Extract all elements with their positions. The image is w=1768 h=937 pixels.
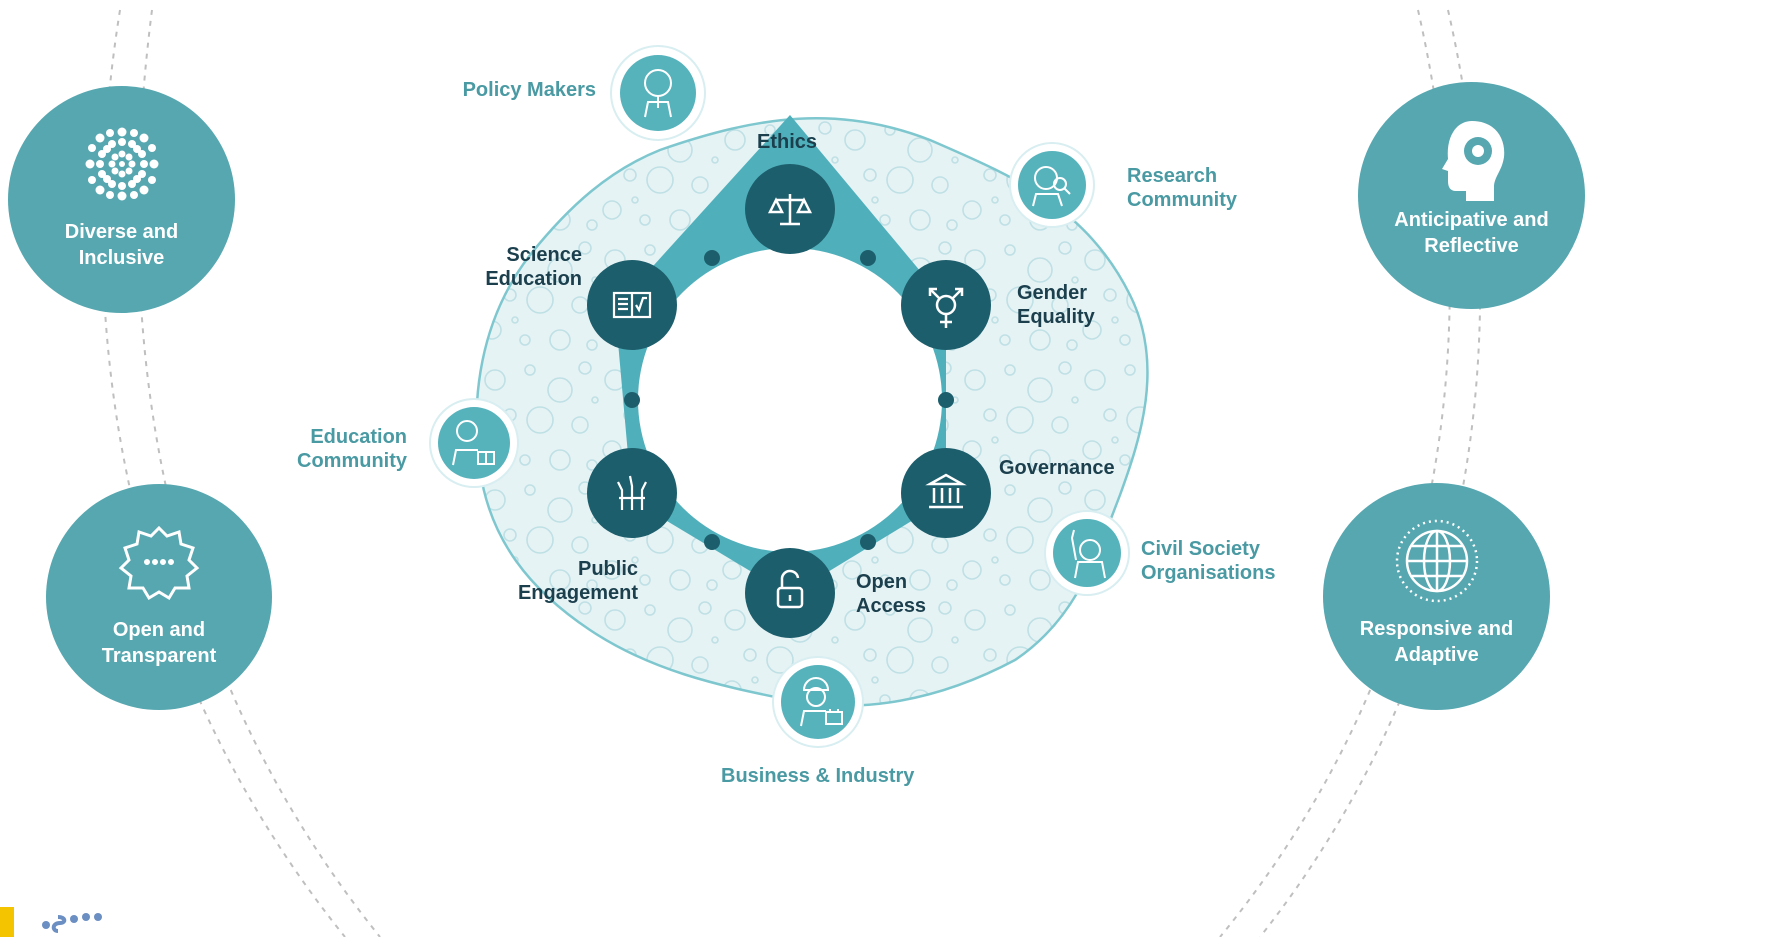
researcher-magnifier-icon — [1032, 166, 1071, 207]
key-label-science-line2: Education — [485, 268, 582, 291]
pillar-responsive-adaptive: Responsive and Adaptive — [1323, 483, 1550, 710]
key-label-governance: Governance — [999, 457, 1115, 479]
key-label-ethics: Ethics — [757, 131, 818, 153]
partial-logo — [0, 907, 102, 937]
stakeholder-label-education-community: Education Community — [297, 425, 407, 474]
head-brain-icon — [1412, 112, 1532, 207]
key-node-ethics — [745, 164, 835, 254]
key-label-science-education: Science Education — [485, 243, 582, 292]
key-label-public-line1: Public — [577, 558, 638, 580]
key-label-open-access: Open Access — [856, 570, 926, 619]
stakeholder-label-civil-line1: Civil Society — [1141, 538, 1260, 560]
teacher-book-icon — [452, 420, 495, 466]
stakeholder-label-research-community: Research Community — [1127, 164, 1237, 213]
stakeholder-label-policy-makers: Policy Makers — [462, 79, 596, 101]
key-label-public-line2: Engagement — [517, 582, 638, 605]
stakeholder-label-civil-line2: Organisations — [1141, 562, 1276, 585]
globe-icon — [1377, 513, 1497, 608]
pillar-open-transparent: Open and Transparent — [46, 484, 272, 710]
ring-connector-dots — [624, 250, 954, 550]
stakeholder-node-policy-makers — [610, 45, 706, 141]
institution-icon — [925, 473, 967, 509]
stakeholder-node-business-industry — [772, 656, 864, 748]
key-node-science-education — [587, 260, 677, 350]
key-label-open-line1: Open — [856, 571, 908, 593]
key-label-open-line2: Access — [856, 595, 927, 618]
key-label-gender-equality: Gender Equality — [1017, 281, 1095, 330]
pillar-diverse-inclusive: Diverse and Inclusive — [8, 86, 235, 313]
stakeholder-label-education-line2: Community — [297, 450, 407, 473]
key-label-gender-line2: Equality — [1017, 306, 1095, 329]
key-label-science-line1: Science — [506, 244, 582, 266]
stakeholder-node-civil-society — [1044, 510, 1130, 596]
pillar-label-diverse-inclusive: Diverse and Inclusive — [64, 221, 179, 269]
open-padlock-icon — [776, 569, 804, 609]
book-formula-icon — [612, 291, 652, 319]
policy-maker-person-icon — [644, 69, 672, 118]
key-node-gender-equality — [901, 260, 991, 350]
ring-center-hole — [638, 248, 942, 552]
dot-burst-icon — [62, 116, 182, 211]
gender-symbol-icon — [928, 287, 964, 328]
worker-briefcase-icon — [800, 677, 843, 727]
speech-bubble-icon — [99, 514, 219, 609]
pillar-label-anticipative-reflective: Anticipative and Reflective — [1394, 209, 1549, 257]
stakeholder-label-research-line1: Research — [1127, 165, 1218, 187]
background-dashed-arcs — [101, 9, 1482, 937]
pillar-label-responsive-adaptive: Responsive and Adaptive — [1359, 618, 1514, 666]
stakeholder-node-research-community — [1009, 142, 1095, 228]
raised-hands-icon — [617, 475, 647, 510]
stakeholder-label-civil-society: Civil Society Organisations — [1141, 537, 1275, 586]
key-node-public-engagement — [587, 448, 677, 538]
pillar-anticipative-reflective: Anticipative and Reflective — [1358, 82, 1585, 309]
citizen-raised-hand-icon — [1070, 529, 1106, 579]
stakeholder-node-education-community — [429, 398, 519, 488]
key-node-governance — [901, 448, 991, 538]
stakeholder-label-research-line2: Community — [1127, 189, 1237, 212]
scales-icon — [767, 194, 813, 226]
stakeholder-label-business-industry: Business & Industry — [721, 765, 915, 787]
stakeholder-label-education-line1: Education — [310, 426, 407, 448]
key-node-open-access — [745, 548, 835, 638]
pillar-label-open-transparent: Open and Transparent — [101, 619, 217, 667]
key-label-public-engagement: Public Engagement — [518, 557, 638, 606]
key-label-gender-line1: Gender — [1017, 282, 1088, 304]
